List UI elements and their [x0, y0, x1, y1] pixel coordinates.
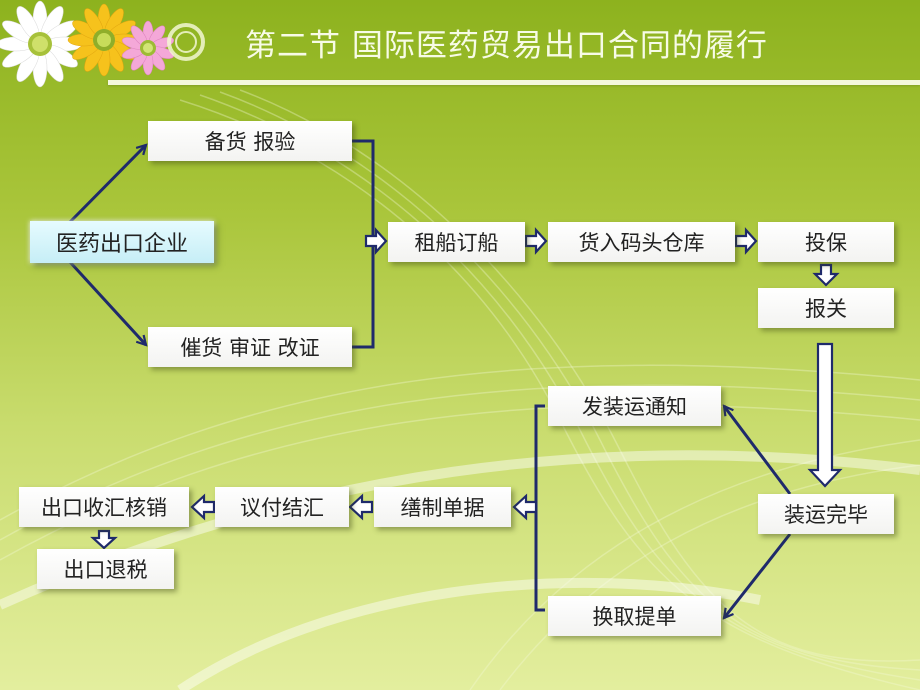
node-docs: 缮制单据 [374, 487, 511, 527]
node-verify: 出口收汇核销 [19, 487, 189, 527]
block-arrow-to-verify [190, 493, 216, 521]
node-charter: 租船订船 [388, 222, 525, 262]
daisy-flower-icon [121, 20, 175, 76]
node-bill: 换取提单 [548, 596, 721, 636]
node-urge: 催货 审证 改证 [148, 327, 352, 367]
block-arrow-to-charter [364, 227, 388, 255]
block-arrow-to-docs [512, 493, 538, 521]
daisy-flower-icon [67, 3, 141, 77]
bracket-to-docs [534, 404, 545, 612]
ring-icon [167, 23, 205, 61]
connector-enterprise-prepare [68, 145, 146, 224]
node-refund: 出口退税 [37, 549, 174, 589]
node-notice: 发装运通知 [548, 386, 721, 426]
node-insure: 投保 [758, 222, 894, 262]
flower-decoration [0, 0, 205, 88]
block-arrow-to-loaded [807, 342, 843, 488]
node-loaded: 装运完毕 [758, 494, 894, 534]
block-arrow-to-insure [734, 227, 758, 255]
connector-loaded-notice [724, 406, 792, 495]
page-title: 第二节 国际医药贸易出口合同的履行 [245, 28, 768, 64]
header-underline [108, 80, 920, 85]
node-customs: 报关 [758, 288, 894, 328]
daisy-flower-icon [0, 0, 84, 88]
node-settle: 议付结汇 [215, 487, 349, 527]
connector-enterprise-urge [68, 260, 146, 345]
block-arrow-to-warehouse [524, 227, 548, 255]
block-arrow-to-settle [348, 493, 374, 521]
block-arrow-to-refund [90, 529, 118, 550]
block-arrow-to-customs [812, 263, 840, 287]
node-enterprise: 医药出口企业 [30, 221, 214, 263]
node-warehouse: 货入码头仓库 [548, 222, 735, 262]
connector-loaded-bill [724, 533, 792, 618]
node-prepare: 备货 报验 [148, 121, 352, 161]
